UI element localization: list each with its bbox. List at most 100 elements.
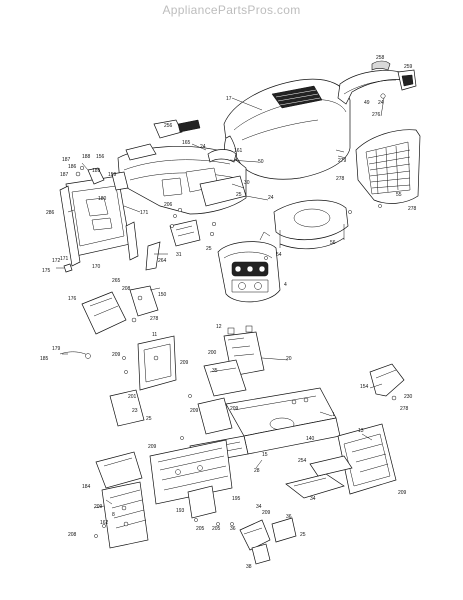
callout-193: 193	[176, 508, 185, 514]
callout-186: 186	[68, 164, 77, 170]
callout-28: 28	[254, 468, 260, 474]
callout-20: 20	[286, 356, 292, 362]
callout-154: 154	[360, 384, 369, 390]
callout-278c: 278	[150, 316, 159, 322]
callout-170: 170	[92, 264, 101, 270]
callout-209f: 209	[148, 444, 157, 450]
callout-50: 50	[258, 159, 264, 165]
callout-1: 1	[332, 412, 335, 418]
battery-tray-plate	[203, 359, 247, 397]
callout-254: 254	[298, 458, 307, 464]
callout-36: 36	[230, 526, 236, 532]
callout-140: 140	[306, 436, 315, 442]
callout-206: 206	[164, 202, 173, 208]
dash-bracket	[169, 207, 217, 247]
callout-24c: 24	[268, 195, 274, 201]
callout-209e: 209	[398, 490, 407, 496]
callout-162: 162	[100, 520, 109, 526]
callout-180: 180	[98, 196, 107, 202]
callout-35: 35	[212, 368, 218, 374]
callout-205: 205	[196, 526, 205, 532]
callout-286: 286	[46, 210, 55, 216]
callout-23: 23	[132, 408, 138, 414]
callout-4: 4	[284, 282, 287, 288]
callout-55: 55	[396, 192, 402, 198]
callout-258: 258	[376, 55, 385, 61]
dash-lid-165	[125, 143, 157, 161]
fender-insert	[273, 199, 349, 250]
footrest-right	[285, 473, 345, 499]
seat-pan	[81, 285, 159, 335]
rear-floor	[239, 517, 297, 565]
fasteners	[94, 204, 382, 538]
callout-276: 276	[372, 112, 381, 118]
callout-15: 15	[262, 452, 268, 458]
callout-17: 17	[226, 96, 232, 102]
dash-panel-256	[153, 119, 201, 139]
callout-209h: 209	[262, 510, 271, 516]
watermark: AppliancePartsPros.com	[162, 3, 301, 17]
callout-36b: 36	[286, 514, 292, 520]
callout-209: 209	[112, 352, 121, 358]
callout-208: 208	[122, 286, 131, 292]
hood-bracket	[337, 70, 405, 105]
callout-184: 184	[82, 484, 91, 490]
callout-49: 49	[364, 100, 370, 106]
callout-230: 230	[404, 394, 413, 400]
callout-150: 150	[158, 292, 167, 298]
callout-34b: 34	[310, 496, 316, 502]
callout-161: 161	[234, 148, 243, 154]
callout-205b: 205	[212, 526, 221, 532]
callout-54: 54	[276, 252, 282, 258]
lens-259	[397, 69, 417, 91]
callout-187: 187	[62, 157, 71, 163]
dashboard-upper	[117, 146, 247, 215]
console	[217, 231, 281, 303]
callout-labels: 17 276 258 259 278 24 49 256 165 24 161 …	[40, 55, 417, 570]
callout-25: 25	[236, 192, 242, 198]
callout-171b: 171	[60, 256, 69, 262]
callout-179: 179	[52, 346, 61, 352]
callout-200: 200	[208, 350, 217, 356]
callout-259: 259	[404, 64, 413, 70]
callout-209d: 209	[230, 406, 239, 412]
callout-208b: 208	[68, 532, 77, 538]
callout-171: 171	[140, 210, 149, 216]
callout-31: 31	[176, 252, 182, 258]
callout-11: 11	[152, 332, 157, 338]
callout-12: 12	[216, 324, 222, 330]
small-parts-left	[63, 165, 161, 273]
callout-278b: 278	[336, 176, 345, 182]
callout-13: 13	[358, 428, 364, 434]
callout-25d: 25	[300, 532, 306, 538]
callout-209g: 209	[94, 504, 103, 510]
callout-185: 185	[40, 356, 49, 362]
callout-38: 38	[246, 564, 252, 570]
callout-264: 264	[158, 258, 167, 264]
callout-156: 156	[96, 154, 105, 160]
callout-30: 30	[244, 180, 250, 186]
battery-tray	[109, 335, 233, 435]
seat-bolt	[59, 351, 91, 359]
callout-25b: 25	[206, 246, 212, 252]
callout-165: 165	[182, 140, 191, 146]
hood	[223, 78, 351, 180]
callout-256: 256	[164, 123, 173, 129]
front-bracket	[95, 451, 149, 549]
callout-172: 172	[52, 258, 61, 264]
callout-56: 56	[330, 240, 336, 246]
callout-201: 201	[128, 394, 137, 400]
left-panel	[59, 175, 139, 267]
right-bracket	[369, 363, 405, 401]
callout-24b: 24	[200, 144, 206, 150]
chassis-rail	[149, 439, 233, 519]
emblem-258	[371, 60, 391, 71]
callout-188: 188	[82, 154, 91, 160]
footrest-left	[309, 455, 353, 477]
callout-159: 159	[108, 172, 117, 178]
callout-195: 195	[232, 496, 241, 502]
callout-176: 176	[68, 296, 77, 302]
right-side-panel	[337, 423, 397, 495]
dash-lid-161	[207, 149, 237, 163]
